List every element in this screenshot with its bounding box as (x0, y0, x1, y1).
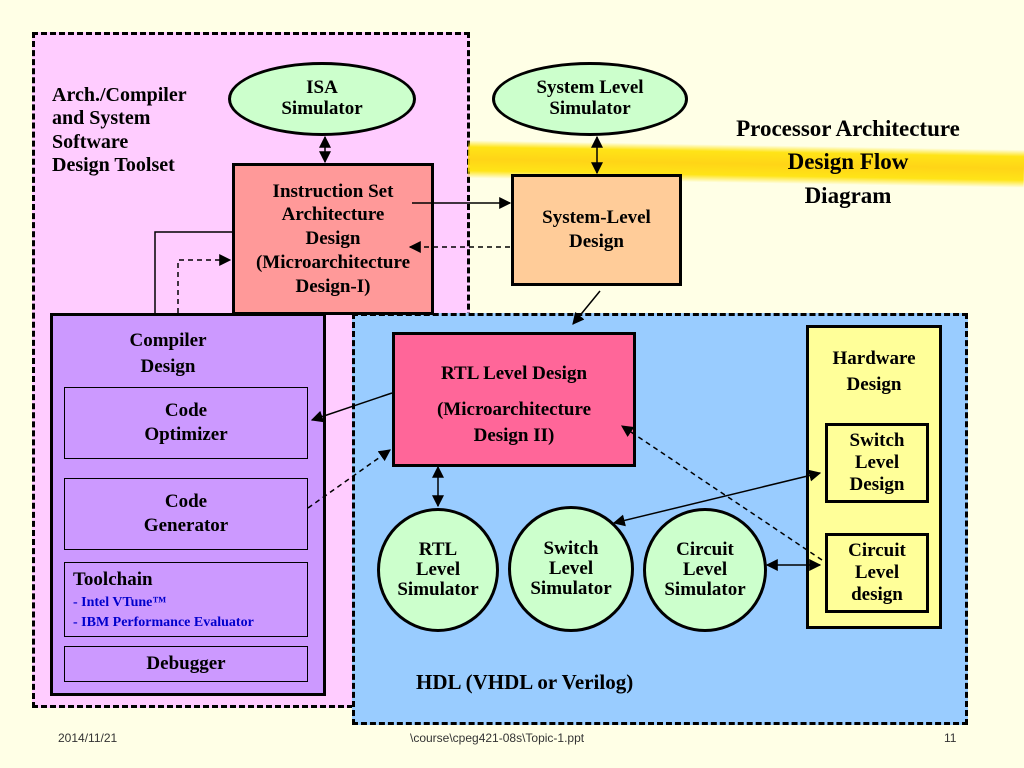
switch-level-design-node: Switch Level Design (825, 423, 929, 503)
generator-to-rtl-dashed-arrow (307, 449, 391, 509)
circuit-level-design-node: Circuit Level design (825, 533, 929, 613)
compiler-design-node: Compiler Design Code Optimizer Code Gene… (50, 313, 326, 696)
code-generator-node: Code Generator (64, 478, 308, 550)
footer-path: \course\cpeg421-08s\Topic-1.ppt (410, 731, 585, 745)
toolset-label: Arch./Compiler and System Software Desig… (52, 84, 187, 177)
toolchain-item-ibm: - IBM Performance Evaluator (73, 615, 254, 630)
toolchain-title: Toolchain (73, 569, 153, 590)
isa-to-compiler-line (154, 231, 232, 313)
toolchain-node: Toolchain - Intel VTune™ - IBM Performan… (64, 562, 308, 637)
isa-design-node: Instruction Set Architecture Design (Mic… (232, 163, 434, 315)
diagram-title: Processor Architecture Design Flow Diagr… (736, 116, 960, 208)
circuit-level-simulator-node: Circuit Level Simulator (643, 508, 767, 632)
hardware-design-title: Hardware Design (832, 348, 916, 395)
hdl-label: HDL (VHDL or Verilog) (416, 670, 634, 694)
switch-level-simulator-node: Switch Level Simulator (508, 506, 634, 632)
debugger-node: Debugger (64, 646, 308, 682)
rtl-to-optimizer-arrow (310, 392, 393, 423)
circuit-to-rtl-dashed-arrow (621, 425, 823, 561)
rtl-design-title: RTL Level Design (440, 363, 588, 384)
rtl-level-simulator-node: RTL Level Simulator (377, 508, 499, 632)
rtl-design-node: RTL Level Design (Microarchitecture Desi… (392, 332, 636, 467)
compiler-to-isa-dashed-arrow (177, 254, 232, 313)
footer-date: 2014/11/21 (58, 731, 118, 745)
system-level-design-node: System-Level Design (511, 174, 682, 286)
isa-simulator-node: ISA Simulator (228, 62, 416, 136)
footer-page-number: 11 (944, 731, 957, 745)
switch-design-sim-link (612, 469, 822, 527)
hardware-design-node: Hardware Design Switch Level Design Circ… (806, 325, 942, 629)
compiler-design-title: Compiler Design (129, 330, 207, 377)
system-to-rtl-arrow (572, 290, 601, 325)
toolchain-item-vtune: - Intel VTune™ (73, 595, 167, 610)
rtl-design-subtitle: (Microarchitecture Design II) (436, 399, 592, 446)
code-optimizer-node: Code Optimizer (64, 387, 308, 459)
system-level-simulator-node: System Level Simulator (492, 62, 688, 136)
